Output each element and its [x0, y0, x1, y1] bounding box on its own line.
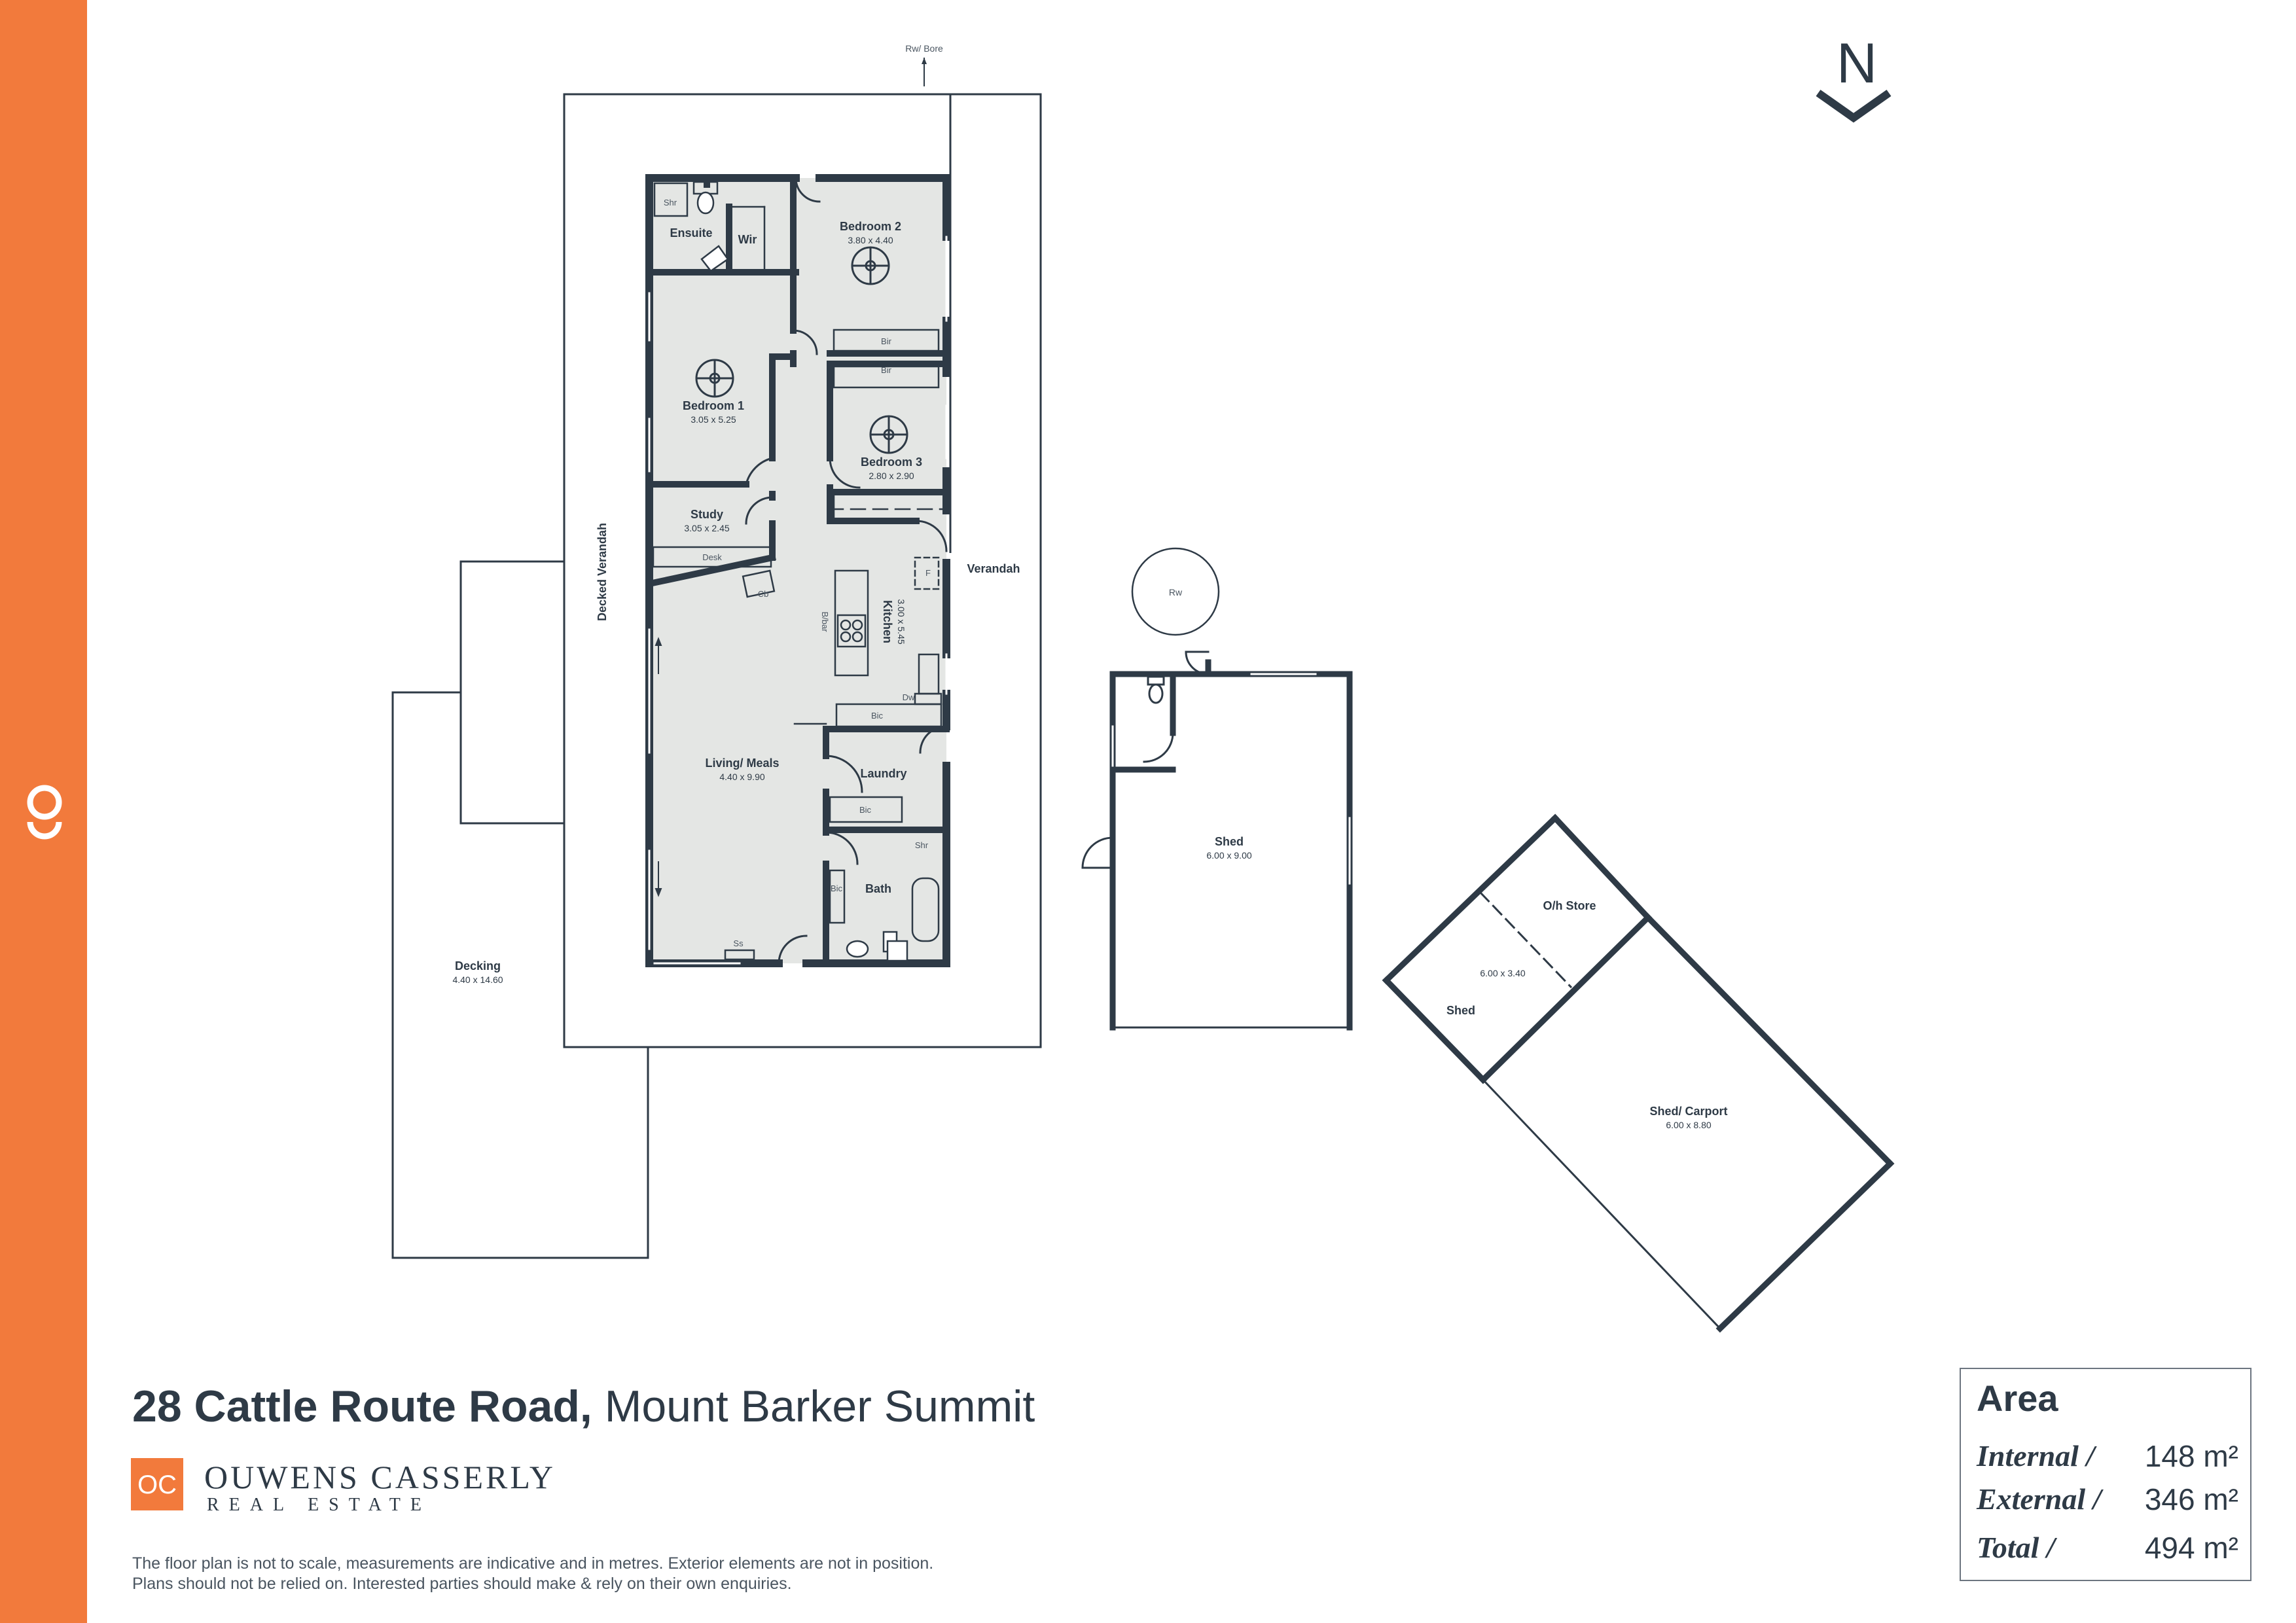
area-summary: Area Internal / 148 m² External / 346 m²… — [1960, 1368, 2251, 1581]
room-dim: 3.80 x 4.40 — [848, 235, 893, 245]
room-labels: Bedroom 2 3.80 x 4.40 Bedroom 1 3.05 x 5… — [452, 198, 1020, 985]
dw-label: Dw — [903, 692, 915, 702]
oc-brand-mark-icon: OC — [131, 1458, 183, 1510]
shr-label: Shr — [664, 198, 677, 207]
bic-label: Bic — [859, 805, 872, 815]
room-name: Ensuite — [670, 226, 712, 240]
area-label: Internal / — [1977, 1439, 2095, 1472]
bir-label: Bir — [881, 336, 892, 346]
house-walls — [645, 174, 950, 967]
room-dim: 3.05 x 5.25 — [691, 414, 736, 425]
compass-letter: N — [1837, 32, 1877, 95]
desk-label: Desk — [702, 552, 722, 562]
oc-logo-icon — [27, 785, 62, 840]
room-name: Study — [691, 508, 723, 521]
area-value: 346 m² — [2144, 1482, 2238, 1516]
fridge-label: F — [925, 568, 931, 578]
sliding-door-arrows — [655, 637, 662, 897]
brand-subtitle: REAL ESTATE — [207, 1495, 431, 1515]
area-value: 494 m² — [2144, 1531, 2238, 1565]
shr-label: Shr — [915, 840, 929, 850]
area-row: Total / 494 m² — [1977, 1530, 2238, 1569]
brand-mark-text: OC — [137, 1471, 177, 1499]
north-arrow-icon: N — [1816, 32, 1892, 123]
room-dim: 3.05 x 2.45 — [684, 523, 729, 533]
room-dim: 6.00 x 3.40 — [1480, 968, 1525, 978]
room-name: Shed — [1215, 835, 1244, 848]
area-row: Internal / 148 m² — [1977, 1438, 2238, 1478]
bic-label: Bic — [871, 711, 884, 721]
area-title: Area — [1977, 1378, 2058, 1419]
verandah-label: Verandah — [967, 562, 1020, 575]
room-name: Bedroom 3 — [861, 455, 922, 469]
room-dim: 6.00 x 8.80 — [1666, 1120, 1711, 1130]
shed-building — [1081, 651, 1353, 1031]
disclaimer-line: The floor plan is not to scale, measurem… — [132, 1554, 934, 1573]
brand-logo: OC OUWENS CASSERLY REAL ESTATE — [131, 1458, 720, 1515]
ss-label: Ss — [733, 938, 744, 948]
brand-name: OUWENS CASSERLY — [204, 1459, 556, 1495]
address-suburb: Mount Barker Summit — [604, 1382, 1035, 1431]
bbar-label: B/bar — [820, 611, 830, 632]
room-dim: 3.00 x 5.45 — [896, 599, 906, 644]
decked-verandah-label: Decked Verandah — [596, 523, 609, 621]
area-row: External / 346 m² — [1977, 1482, 2238, 1521]
room-name: Shed/ Carport — [1649, 1105, 1727, 1118]
bic-label: Bic — [831, 883, 843, 893]
decking-outline — [391, 560, 649, 1259]
room-dim: 6.00 x 9.00 — [1206, 850, 1251, 861]
room-name: Kitchen — [881, 600, 894, 643]
rw-bore-label: Rw/ Bore — [905, 43, 943, 54]
room-name: O/h Store — [1543, 899, 1596, 912]
cooktop-icon — [840, 619, 863, 643]
room-dim: 2.80 x 2.90 — [869, 471, 914, 481]
area-value: 148 m² — [2144, 1439, 2238, 1473]
disclaimer: The floor plan is not to scale, measurem… — [132, 1554, 933, 1594]
room-name: Bedroom 2 — [840, 220, 901, 233]
room-name: Wir — [738, 233, 757, 246]
area-label: Total / — [1977, 1531, 2055, 1564]
bir-label: Bir — [881, 365, 892, 375]
room-name: Living/ Meals — [705, 757, 779, 770]
room-name: Laundry — [860, 767, 906, 780]
room-name: Shed — [1446, 1004, 1475, 1017]
house-floor — [649, 178, 946, 963]
property-address: 28 Cattle Route Road, Mount Barker Summi… — [132, 1381, 1035, 1432]
address-street: 28 Cattle Route Road, — [132, 1382, 592, 1431]
disclaimer-line: Plans should not be relied on. Intereste… — [132, 1575, 792, 1593]
rainwater-tank: Rw — [1131, 547, 1220, 636]
room-dim: 4.40 x 14.60 — [452, 974, 503, 985]
room-name: Decking — [455, 959, 501, 972]
cb-label: Cb — [758, 589, 769, 599]
ceiling-fan-icon — [695, 246, 908, 454]
shed-carport-building — [1382, 813, 1895, 1333]
room-name: Bath — [865, 882, 891, 895]
bathroom-fixtures — [696, 191, 908, 962]
room-name: Bedroom 1 — [683, 399, 744, 412]
brand-sidebar — [0, 0, 87, 1623]
area-label: External / — [1977, 1482, 2102, 1516]
rw-label: Rw — [1169, 587, 1183, 597]
room-dim: 4.40 x 9.90 — [719, 772, 764, 782]
